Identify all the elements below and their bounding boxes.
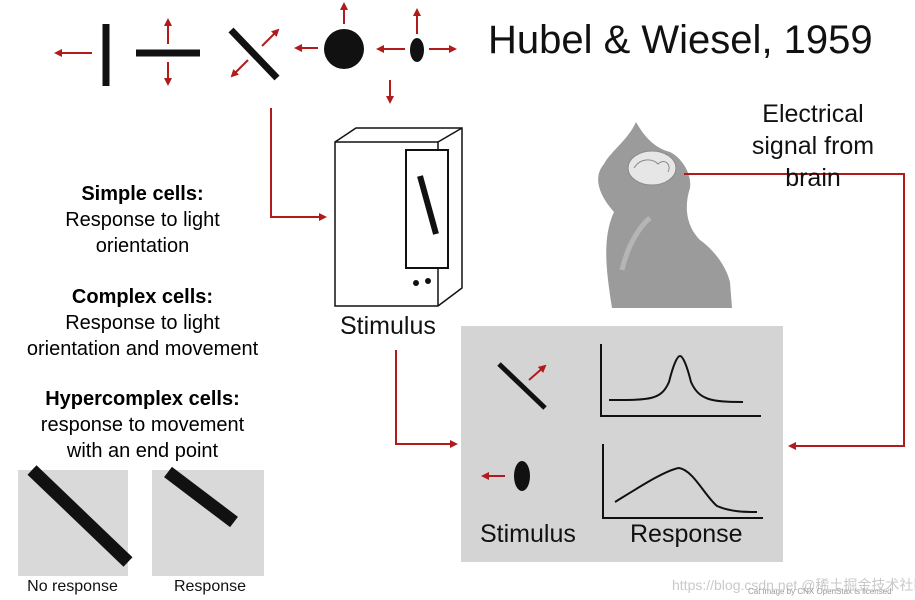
complex-cells-block: Complex cells: Response to light orienta… (0, 284, 285, 362)
stimulus-examples-row (54, 2, 457, 104)
response-example (152, 466, 264, 576)
response-label: Response (173, 578, 247, 595)
hypercomplex-cells-block: Hypercomplex cells: response to movement… (0, 386, 285, 464)
stimulus-label: Stimulus (340, 312, 436, 340)
cat-brain (627, 150, 677, 186)
panel-up-right-arrow (528, 364, 547, 381)
stimulus-monitor (334, 127, 463, 307)
complex-cells-line-1: Response to light (65, 312, 220, 334)
move-up-right-arrow (261, 28, 280, 47)
hypercomplex-cells-line-2: with an end point (66, 440, 219, 462)
panel-response-label: Response (630, 520, 743, 548)
diagram-title: Hubel & Wiesel, 1959 (488, 18, 873, 62)
complex-cells-line-2: orientation and movement (26, 338, 259, 360)
panel-stimulus-label: Stimulus (480, 520, 576, 548)
complex-cells-title: Complex cells: (71, 286, 214, 308)
no-response-label: No response (27, 578, 118, 595)
watermark-text: https://blog.csdn.net @稀土掘金技术社区 (672, 577, 915, 593)
diagonal-bar-stimulus (228, 27, 280, 81)
response-panel (461, 326, 783, 562)
hypercomplex-cells-line-1: response to movement (40, 414, 245, 436)
stimulus-to-panel-arrow (395, 350, 458, 448)
hypercomplex-cells-title: Hypercomplex cells: (45, 388, 240, 410)
image-credit: Cat image by CNX OpenStax is licensed (748, 587, 892, 596)
large-dot-stimulus (324, 29, 364, 69)
stimuli-to-monitor-arrow (270, 108, 327, 221)
simple-cells-line-1: Response to light (65, 209, 220, 231)
orientation-response-graph (600, 344, 761, 417)
movement-response-graph (602, 444, 763, 519)
cat-image (598, 122, 732, 308)
response-panel-graphics (481, 344, 763, 519)
no-response-example (18, 465, 133, 576)
monitor-bar-stimulus (417, 175, 439, 235)
move-down-left-arrow (230, 59, 249, 78)
simple-cells-title: Simple cells: (81, 183, 204, 205)
small-oval-stimulus (410, 38, 424, 62)
simple-cells-block: Simple cells: Response to light orientat… (0, 181, 285, 259)
simple-cells-line-2: orientation (95, 235, 190, 257)
electrical-signal-label: Electrical signal from brain (751, 100, 875, 192)
panel-oval (514, 461, 530, 491)
brain-to-panel-arrow (684, 173, 905, 450)
panel-diagonal-bar (497, 362, 547, 410)
